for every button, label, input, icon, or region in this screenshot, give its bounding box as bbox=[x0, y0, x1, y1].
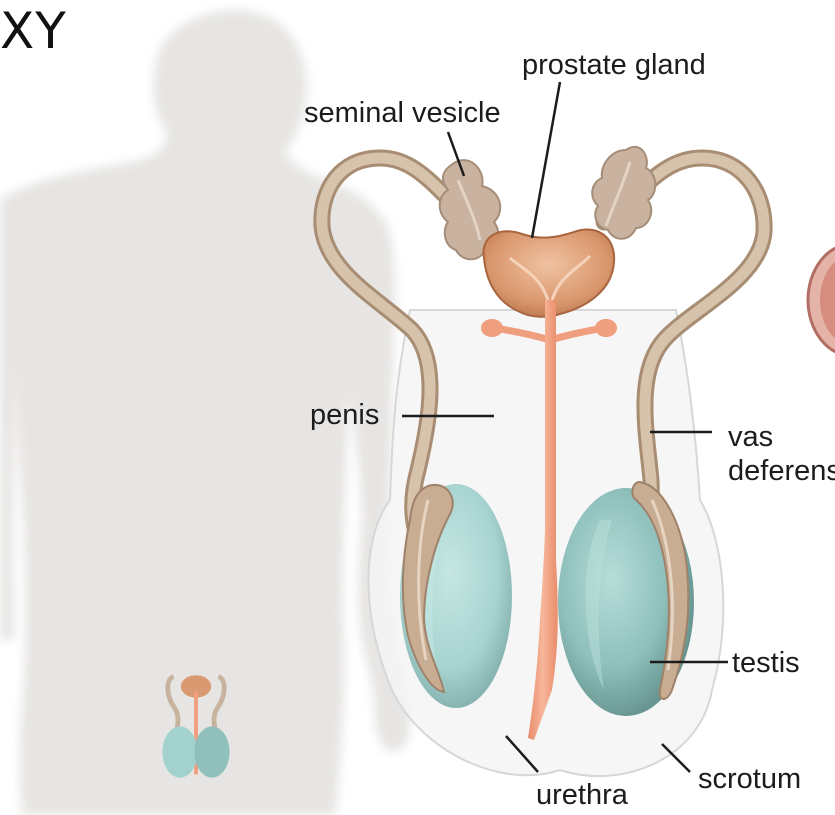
label-vas-deferens-2: deferens bbox=[728, 454, 835, 488]
cropped-organ-edge bbox=[808, 244, 835, 356]
seminal-vesicle-right bbox=[592, 147, 655, 239]
label-urethra: urethra bbox=[536, 778, 628, 812]
label-scrotum: scrotum bbox=[698, 762, 801, 796]
label-vas-deferens-1: vas bbox=[728, 420, 773, 454]
label-penis: penis bbox=[310, 398, 379, 432]
label-seminal-vesicle: seminal vesicle bbox=[304, 96, 501, 130]
label-testis: testis bbox=[732, 646, 800, 680]
label-prostate-gland: prostate gland bbox=[522, 48, 706, 82]
title-fragment: XY bbox=[0, 2, 67, 60]
leader-prostate bbox=[532, 82, 560, 238]
